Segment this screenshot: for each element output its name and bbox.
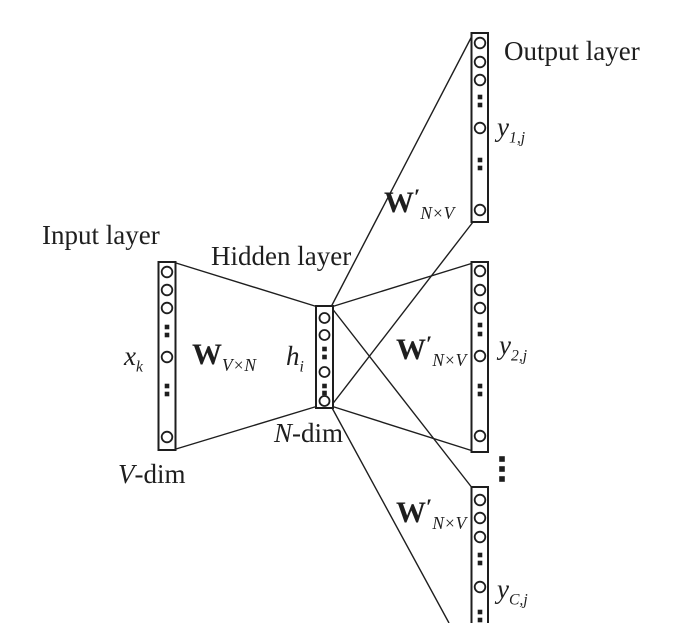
neuron-ellipsis-dot <box>477 165 483 171</box>
neuron-ellipsis-dot <box>322 354 327 360</box>
neuron-ellipsis-dot <box>477 391 483 397</box>
weight-matrix-output3-sub: N×V <box>432 513 467 533</box>
y-cj-base: y <box>497 574 509 604</box>
weight-matrix-input-base: W <box>192 338 222 371</box>
h-i-label: hi <box>286 343 304 375</box>
edge-hidden-to-output1-bottom <box>330 221 474 407</box>
neuron-circle <box>160 350 174 364</box>
weight-matrix-output3-prime: ′ <box>426 494 433 519</box>
neuron-circle <box>318 366 331 378</box>
neuron-circle <box>473 301 487 315</box>
y-1j-base: y <box>497 112 509 142</box>
weight-matrix-output1-sub: N×V <box>420 203 455 223</box>
y-cj-sub: C,j <box>508 591 528 609</box>
neuron-ellipsis-dot <box>164 332 170 338</box>
x-k-base: x <box>124 341 136 371</box>
h-i-sub: i <box>299 358 304 376</box>
h-i-base: h <box>286 341 300 371</box>
between-panels-ellipsis-dot <box>499 456 505 462</box>
edge-hidden-to-output1-top <box>330 33 474 308</box>
neuron-circle <box>473 73 487 87</box>
edge-input-to-hidden-top <box>175 262 319 308</box>
x-k-label: xk <box>124 343 143 375</box>
neuron-ellipsis-dot <box>477 94 483 100</box>
neuron-ellipsis-dot <box>322 390 327 396</box>
neuron-circle <box>473 429 487 443</box>
neuron-ellipsis-dot <box>164 324 170 330</box>
weight-matrix-output2-base: W <box>396 333 426 366</box>
y-2j-sub: 2,j <box>510 347 528 365</box>
weight-matrix-output3-label: W′N×V <box>396 494 467 533</box>
neuron-circle <box>473 264 487 278</box>
neuron-circle <box>318 395 331 407</box>
v-dim-base: V <box>118 459 135 489</box>
edge-hidden-to-output3-bottom <box>330 405 450 623</box>
output-layer-label: Output layer <box>504 36 640 66</box>
neuron-ellipsis-dot <box>322 346 327 352</box>
neuron-circle <box>473 55 487 69</box>
weight-matrix-output3-base: W <box>396 496 426 529</box>
neuron-circle <box>473 203 487 217</box>
y-cj-label: yC,j <box>497 576 528 608</box>
weight-matrix-output2-sub: N×V <box>432 350 467 370</box>
neuron-circle <box>160 301 174 315</box>
between-panels-ellipsis-dot <box>499 466 505 472</box>
between-panels-ellipsis-dot <box>499 476 505 482</box>
y-2j-label: y2,j <box>499 332 527 364</box>
neuron-ellipsis-dot <box>477 609 483 615</box>
neuron-circle <box>160 283 174 297</box>
neuron-circle <box>318 329 331 341</box>
neuron-circle <box>473 36 487 50</box>
y-1j-label: y1,j <box>497 114 525 146</box>
n-dim-rest: -dim <box>292 418 344 448</box>
neuron-ellipsis-dot <box>477 102 483 108</box>
v-dim-label: V-dim <box>118 461 186 488</box>
n-dim-base: N <box>274 418 293 448</box>
neuron-circle <box>160 265 174 279</box>
neuron-circle <box>473 283 487 297</box>
n-dim-label: N-dim <box>274 420 343 447</box>
weight-matrix-input-label: WV×N <box>192 340 256 374</box>
weight-matrix-output1-base: W <box>384 186 414 219</box>
hidden-layer-label: Hidden layer <box>211 241 352 271</box>
y-1j-sub: 1,j <box>508 129 526 147</box>
neuron-ellipsis-dot <box>477 331 483 337</box>
weight-matrix-output1-label: W′N×V <box>384 184 455 223</box>
neuron-circle <box>473 580 487 594</box>
neuron-ellipsis-dot <box>477 560 483 566</box>
neuron-circle <box>473 511 487 525</box>
neuron-circle <box>318 312 331 324</box>
weight-matrix-output1-prime: ′ <box>414 184 421 209</box>
neuron-ellipsis-dot <box>477 383 483 389</box>
edge-hidden-to-output3-top <box>330 306 474 490</box>
v-dim-rest: -dim <box>134 459 186 489</box>
neuron-ellipsis-dot <box>477 617 483 623</box>
y-2j-base: y <box>499 330 511 360</box>
neuron-ellipsis-dot <box>477 322 483 328</box>
neuron-ellipsis-dot <box>477 552 483 558</box>
neuron-circle <box>160 430 174 444</box>
edge-input-to-hidden-bottom <box>175 405 319 450</box>
neuron-ellipsis-dot <box>164 383 170 389</box>
input-layer-label: Input layer <box>42 220 160 250</box>
x-k-sub: k <box>135 358 143 376</box>
neuron-circle <box>473 121 487 135</box>
neuron-ellipsis-dot <box>164 391 170 397</box>
weight-matrix-input-sub: V×N <box>222 355 256 375</box>
neuron-ellipsis-dot <box>322 383 327 389</box>
neuron-circle <box>473 349 487 363</box>
edge-hidden-to-output2-top <box>330 262 474 308</box>
weight-matrix-output2-prime: ′ <box>426 331 433 356</box>
neuron-circle <box>473 530 487 544</box>
edge-hidden-to-output2-bottom <box>330 405 474 452</box>
weight-matrix-output2-label: W′N×V <box>396 331 467 370</box>
neuron-circle <box>473 493 487 507</box>
neuron-ellipsis-dot <box>477 157 483 163</box>
